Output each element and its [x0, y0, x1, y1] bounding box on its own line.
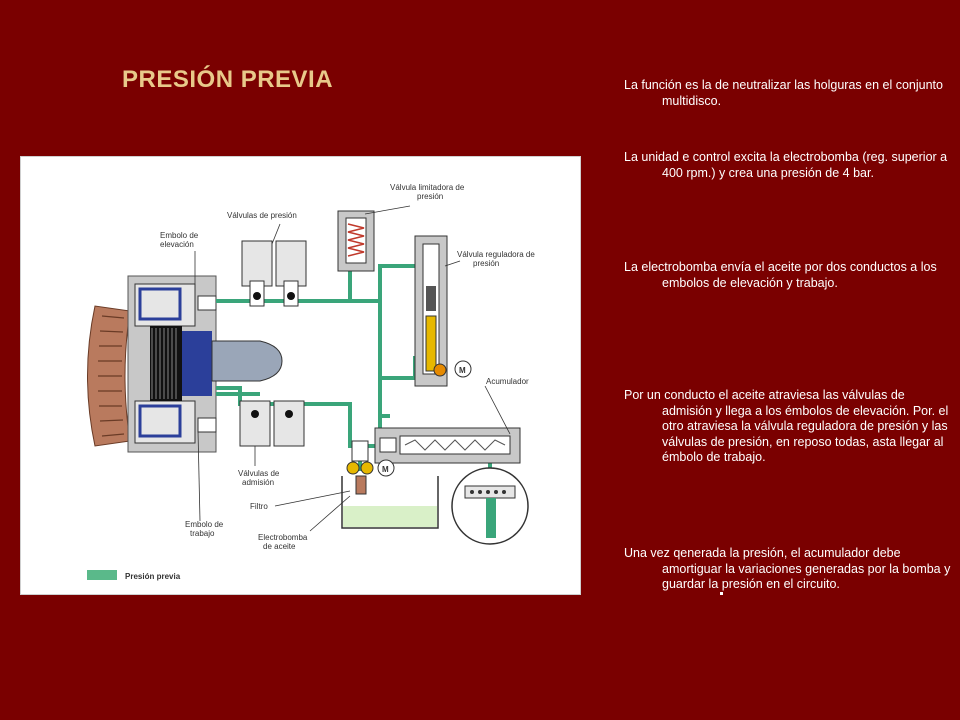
- legend: Presión previa: [87, 570, 181, 581]
- clutch-housing: [127, 275, 283, 453]
- hydraulic-diagram-svg: M M: [20, 156, 581, 595]
- hydraulic-diagram: M M: [20, 156, 581, 595]
- paragraph-2: La unidad e control excita la electrobom…: [624, 150, 948, 180]
- legend-label: Presión previa: [125, 572, 181, 581]
- label-valvulas-presion: Válvulas de presión: [227, 211, 297, 220]
- electric-oil-pump: [346, 440, 374, 495]
- motor-icon-pump: M: [377, 459, 395, 477]
- motor-label-1: M: [459, 366, 466, 375]
- crown-gear: [87, 305, 131, 447]
- pressure-limiting-valve: [337, 210, 375, 272]
- oil-tank: [341, 476, 439, 529]
- pressure-valves: [241, 240, 307, 307]
- accumulator: [374, 427, 521, 464]
- label-valvulas-admision-1: Válvulas de: [238, 469, 280, 478]
- slide-title: PRESIÓN PREVIA: [122, 66, 334, 93]
- label-acumulador: Acumulador: [486, 377, 529, 386]
- motor-label-2: M: [382, 465, 389, 474]
- detail-zoom-circle: [451, 467, 529, 545]
- label-valvula-reguladora-1: Válvula reguladora de: [457, 250, 535, 259]
- paragraph-4: Por un conducto el aceite atraviesa las …: [624, 388, 949, 464]
- label-electrobomba-1: Electrobomba: [258, 533, 308, 542]
- label-embolo-trabajo-1: Embolo de: [185, 520, 224, 529]
- leader-lines: [194, 205, 511, 532]
- label-embolo-trabajo-2: trabajo: [190, 529, 215, 538]
- motor-icon-regulator: M: [454, 360, 472, 378]
- label-electrobomba-2: de aceite: [263, 542, 296, 551]
- label-embolo-elevacion-2: elevación: [160, 240, 194, 249]
- label-valvula-limitadora-2: presión: [417, 192, 443, 201]
- admission-valves: [239, 400, 305, 447]
- paragraph-3: La electrobomba envía el aceite por dos …: [624, 260, 937, 290]
- label-embolo-elevacion-1: Embolo de: [160, 231, 199, 240]
- stray-dot: [720, 592, 723, 595]
- paragraph-5: Una vez qenerada la presión, el acumulad…: [624, 546, 951, 591]
- paragraph-1: La función es la de neutralizar las holg…: [624, 78, 943, 108]
- label-filtro: Filtro: [250, 502, 268, 511]
- pressure-regulating-valve: [414, 235, 448, 387]
- label-valvula-reguladora-2: presión: [473, 259, 499, 268]
- legend-swatch: [87, 570, 117, 580]
- label-valvula-limitadora-1: Válvula limitadora de: [390, 183, 465, 192]
- label-valvulas-admision-2: admisión: [242, 478, 274, 487]
